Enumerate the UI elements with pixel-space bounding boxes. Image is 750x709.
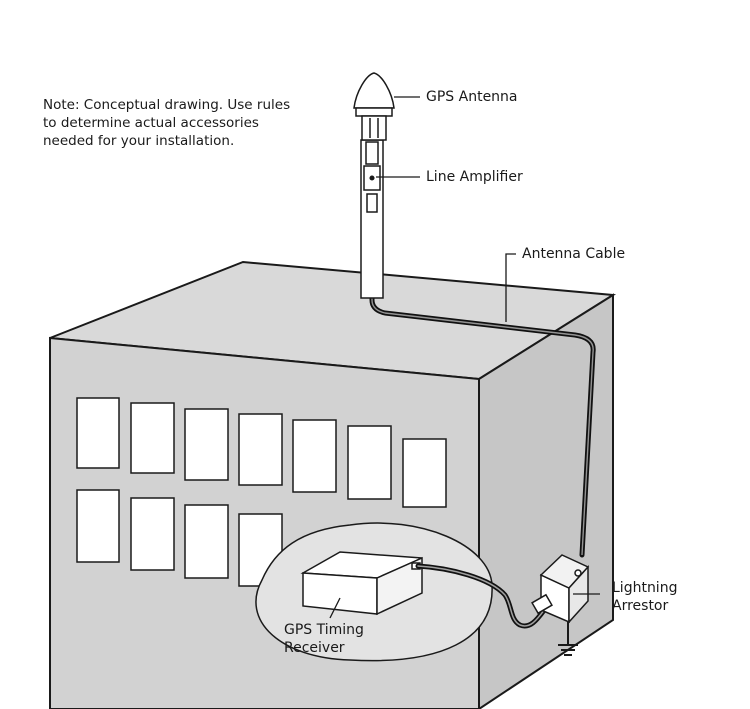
window [238, 413, 283, 486]
gps-timing-receiver [300, 551, 423, 616]
window [76, 397, 120, 469]
window [184, 504, 229, 579]
lightning-arrestor-label-line-1: Lightning [612, 580, 677, 596]
line-amplifier [363, 141, 381, 213]
window [292, 419, 337, 493]
arrestor-connector [531, 593, 553, 615]
line-amplifier-label: Line Amplifier [426, 169, 523, 185]
receiver-leader [329, 597, 341, 619]
lightning-arrestor-label-line-2: Arrestor [612, 598, 668, 614]
ground-symbol [558, 622, 578, 656]
antenna-cable-leader [505, 253, 516, 322]
lightning-arrestor [531, 554, 590, 624]
antenna-dome [353, 72, 395, 109]
antenna-base [355, 107, 393, 117]
window [402, 438, 447, 508]
window [130, 497, 175, 571]
window-grid [76, 397, 447, 587]
receiver-front [302, 572, 378, 615]
antenna-cable-label: Antenna Cable [522, 246, 625, 262]
window [76, 489, 120, 563]
note: Note: Conceptual drawing. Use rules to d… [43, 97, 290, 149]
antenna-mount [361, 115, 387, 141]
note-line-3: needed for your installation. [43, 133, 234, 149]
window [347, 425, 392, 500]
gps-antenna-label: GPS Antenna [426, 89, 518, 105]
window [184, 408, 229, 481]
amplifier-lower-connector [366, 193, 378, 213]
gps-timing-receiver-label-line-2: Receiver [284, 640, 345, 656]
receiver-side [376, 556, 423, 616]
gps-antenna [353, 72, 395, 141]
amplifier-upper-connector [365, 141, 379, 165]
gps-timing-receiver-label-line-1: GPS Timing [284, 622, 364, 638]
window [130, 402, 175, 474]
note-line-1: Note: Conceptual drawing. Use rules [43, 97, 290, 113]
note-line-2: to determine actual accessories [43, 115, 259, 131]
